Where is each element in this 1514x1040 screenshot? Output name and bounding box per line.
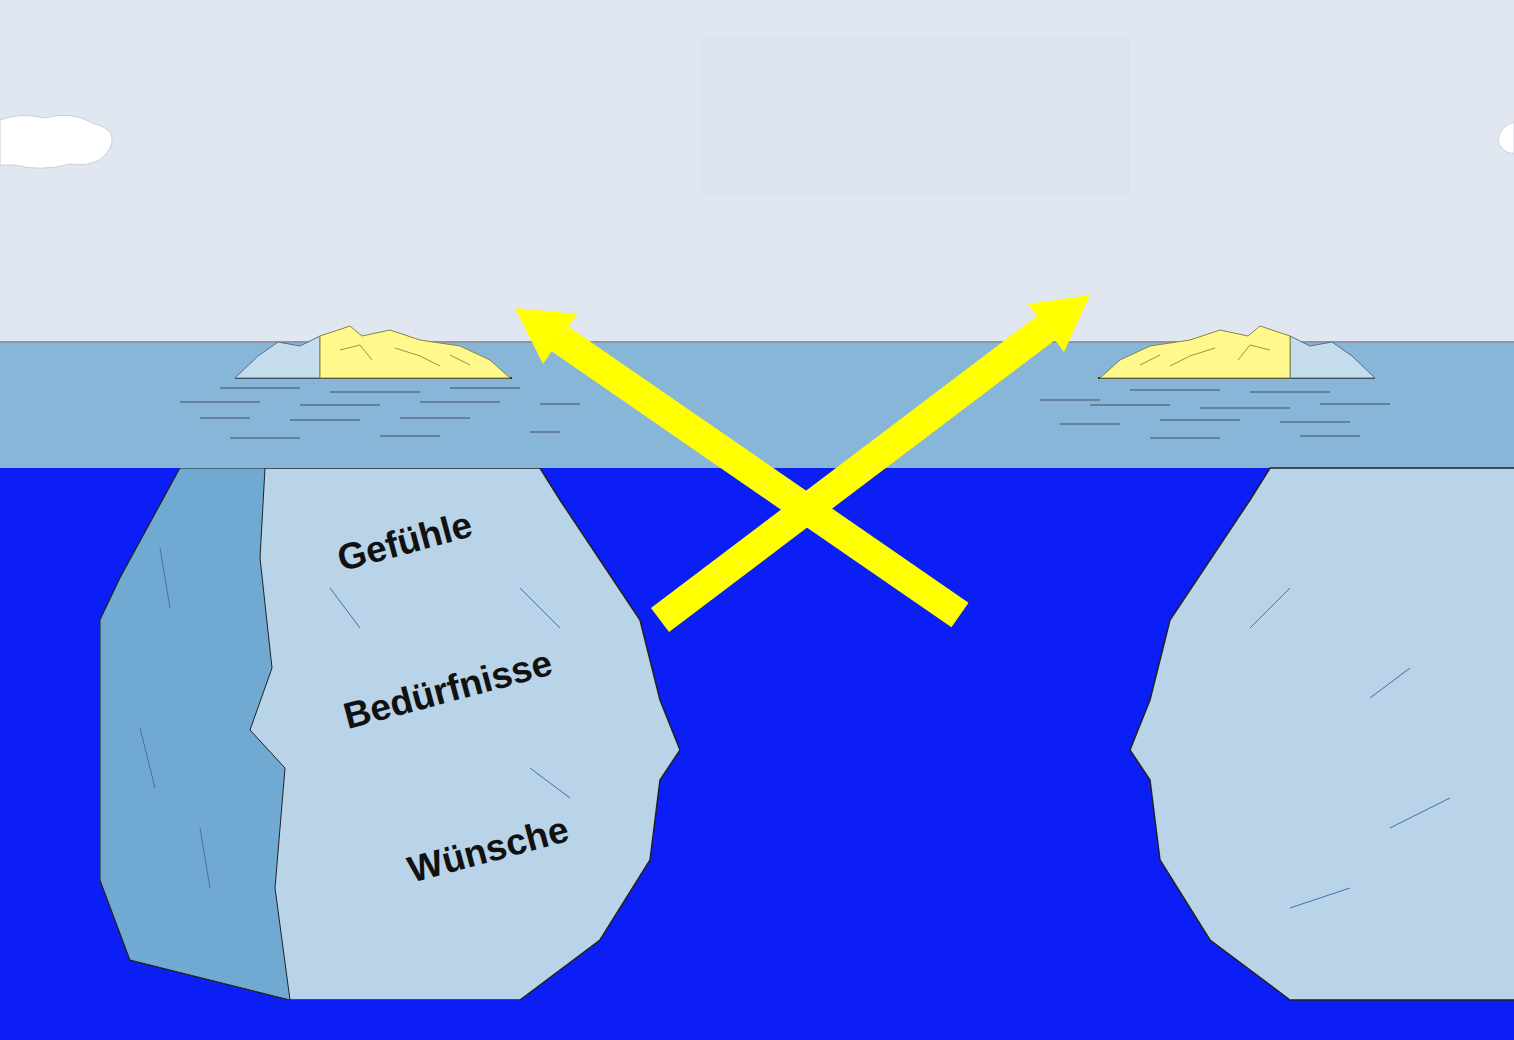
iceberg-tip	[1098, 326, 1375, 378]
cloud	[1498, 122, 1514, 154]
faint-panel	[700, 38, 1130, 194]
sky	[0, 0, 1514, 342]
cloud	[0, 115, 112, 168]
arrow	[515, 308, 960, 615]
water-ripples	[180, 388, 1390, 438]
iceberg-underwater	[1130, 468, 1514, 1000]
iceberg-tip	[235, 326, 512, 378]
iceberg-shape: GefühleBedürfnisseWünsche	[100, 468, 680, 1000]
